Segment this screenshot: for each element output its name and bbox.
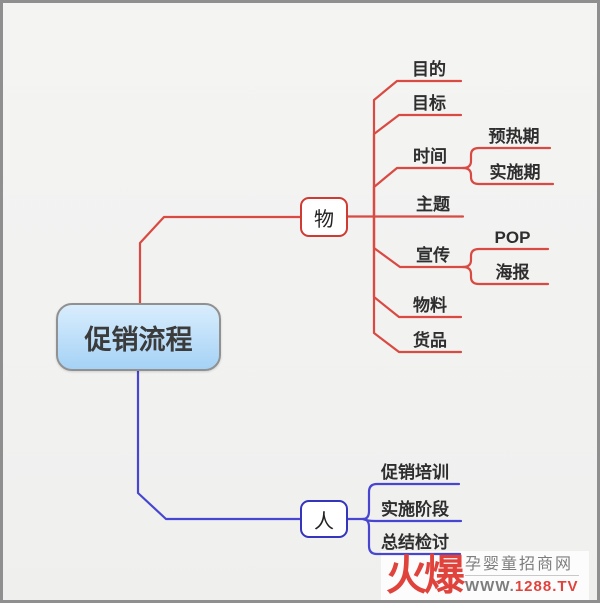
watermark-url-suffix: 1288.TV (514, 578, 579, 595)
watermark-site-name: 孕婴童招商网 (465, 555, 579, 576)
root-topic: 促销流程 (56, 303, 221, 371)
branch-topic-ren: 人 (300, 500, 348, 538)
topic-goods: 货品 (413, 331, 447, 350)
watermark-url-prefix: WWW. (465, 578, 515, 595)
watermark-logo: 火爆 (386, 551, 465, 599)
topic-poster: 海报 (495, 263, 530, 282)
topic-implementation-period: 实施期 (489, 163, 541, 182)
watermark: 火爆 孕婴童招商网 WWW.1288.TV (386, 551, 579, 599)
topic-purpose: 目的 (412, 60, 446, 79)
branch-topic-wu: 物 (300, 197, 348, 237)
topic-promotion-training: 促销培训 (381, 463, 449, 482)
wu-branch-lines (138, 79, 555, 354)
connector-lines (136, 79, 555, 556)
topic-warmup-period: 预热期 (488, 127, 540, 146)
ren-branch-lines (136, 369, 463, 556)
watermark-text-block: 孕婴童招商网 WWW.1288.TV (465, 551, 579, 596)
topic-theme: 主题 (416, 195, 450, 214)
topic-implementation-stage: 实施阶段 (381, 500, 449, 519)
topic-materials: 物料 (413, 296, 447, 315)
topic-publicity: 宣传 (416, 246, 450, 265)
topic-time: 时间 (413, 147, 447, 166)
watermark-url: WWW.1288.TV (465, 578, 579, 596)
topic-summary-review: 总结检讨 (381, 533, 449, 552)
topic-pop: POP (494, 228, 531, 247)
topic-goal: 目标 (412, 94, 446, 113)
